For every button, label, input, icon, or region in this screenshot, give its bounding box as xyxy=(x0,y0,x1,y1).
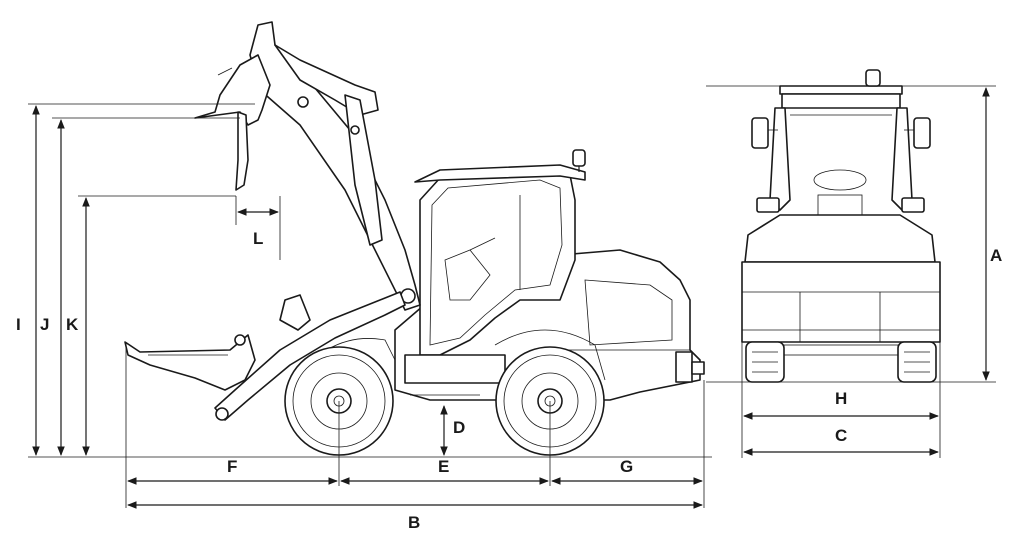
dim-label-A: A xyxy=(990,246,1002,265)
dim-label-C: C xyxy=(835,426,847,445)
dim-label-H: H xyxy=(835,389,847,408)
dim-label-I: I xyxy=(16,315,21,334)
side-view-dimensions: I J K L D F E G B xyxy=(16,103,705,532)
front-view-dimensions: A H C xyxy=(706,85,1002,458)
dim-label-K: K xyxy=(66,315,79,334)
dim-label-J: J xyxy=(40,315,49,334)
dim-label-G: G xyxy=(620,457,633,476)
dim-label-D: D xyxy=(453,418,465,437)
loader-front-view xyxy=(741,69,941,383)
loader-side-view xyxy=(28,21,712,486)
dim-label-F: F xyxy=(227,457,237,476)
dim-label-L: L xyxy=(253,229,263,248)
dim-label-B: B xyxy=(408,513,420,532)
dim-label-E: E xyxy=(438,457,449,476)
